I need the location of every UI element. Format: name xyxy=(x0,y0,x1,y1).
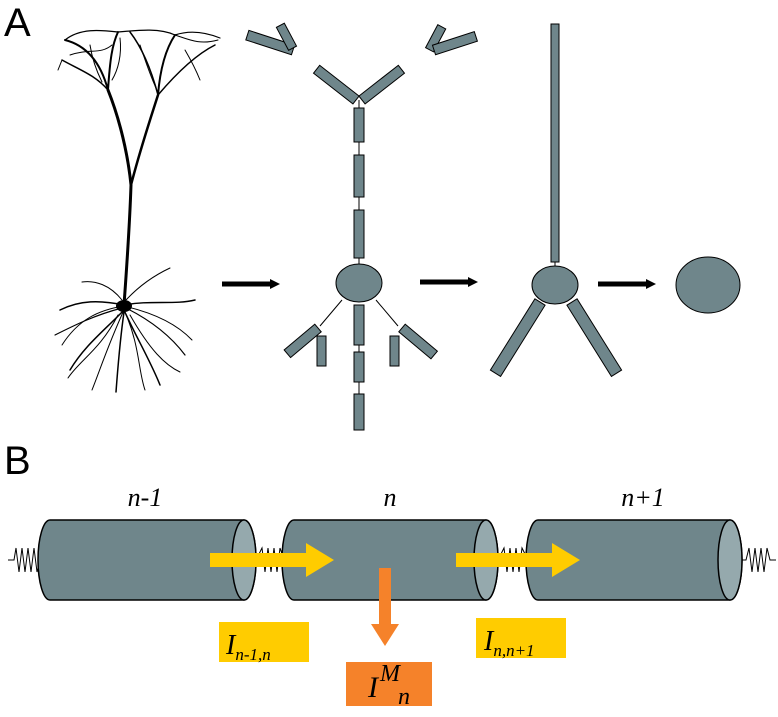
axial-current-arrow-2 xyxy=(456,543,580,577)
axial-current-arrow-1 xyxy=(210,543,334,577)
reduced-soma xyxy=(531,265,579,305)
panel-b-label: B xyxy=(4,439,31,483)
cylinder-n-plus-1 xyxy=(525,519,743,601)
compartment-segment xyxy=(316,335,327,367)
spring-right xyxy=(742,547,776,573)
compartment-segment xyxy=(353,304,365,346)
membrane-current-arrow xyxy=(371,568,399,646)
compartment-segment xyxy=(431,31,479,56)
compartment-segment xyxy=(275,22,298,52)
membrane-current-label-box xyxy=(346,662,432,706)
compartment-segment xyxy=(353,209,365,259)
compartment-soma xyxy=(335,263,383,303)
multicompartment-model xyxy=(245,22,479,431)
membrane-current-label: I M n xyxy=(367,661,410,710)
compartment-segment xyxy=(389,335,400,367)
neuron-soma xyxy=(116,300,132,312)
svg-text:I: I xyxy=(367,671,380,704)
axial-current-label-box-2 xyxy=(476,618,566,658)
compartment-segment xyxy=(353,351,365,383)
compartment-segment xyxy=(358,64,406,105)
panel-a-label: A xyxy=(4,1,31,45)
axial-current-label-box-1 xyxy=(219,622,309,662)
neuron-morphology xyxy=(54,29,221,393)
cylinder-n xyxy=(281,519,499,601)
basal-cable-right xyxy=(566,298,623,378)
compartment-segment xyxy=(353,154,365,198)
single-compartment xyxy=(675,256,741,314)
compartment-segment xyxy=(353,107,365,143)
spring-left xyxy=(8,547,44,573)
axial-current-arrows xyxy=(210,543,580,577)
compartment-segment xyxy=(283,323,322,359)
compartment-segment xyxy=(398,323,439,360)
axial-current-label-2: In,n+1 xyxy=(483,626,535,660)
compartment-segment xyxy=(353,393,365,431)
svg-text:M: M xyxy=(379,661,402,687)
axial-current-label-1: In-1,n xyxy=(225,630,271,664)
compartment-segment xyxy=(424,24,447,53)
basal-cable-left xyxy=(489,298,546,378)
compartment-label-n-minus-1: n-1 xyxy=(128,483,163,512)
compartment-segment xyxy=(245,29,296,56)
apical-cable xyxy=(550,23,560,263)
compartment-label-n: n xyxy=(384,483,397,512)
compartment-segment xyxy=(312,64,360,105)
compartment-label-n-plus-1: n+1 xyxy=(621,483,665,512)
svg-text:n: n xyxy=(398,684,410,710)
reduced-model xyxy=(489,23,623,378)
